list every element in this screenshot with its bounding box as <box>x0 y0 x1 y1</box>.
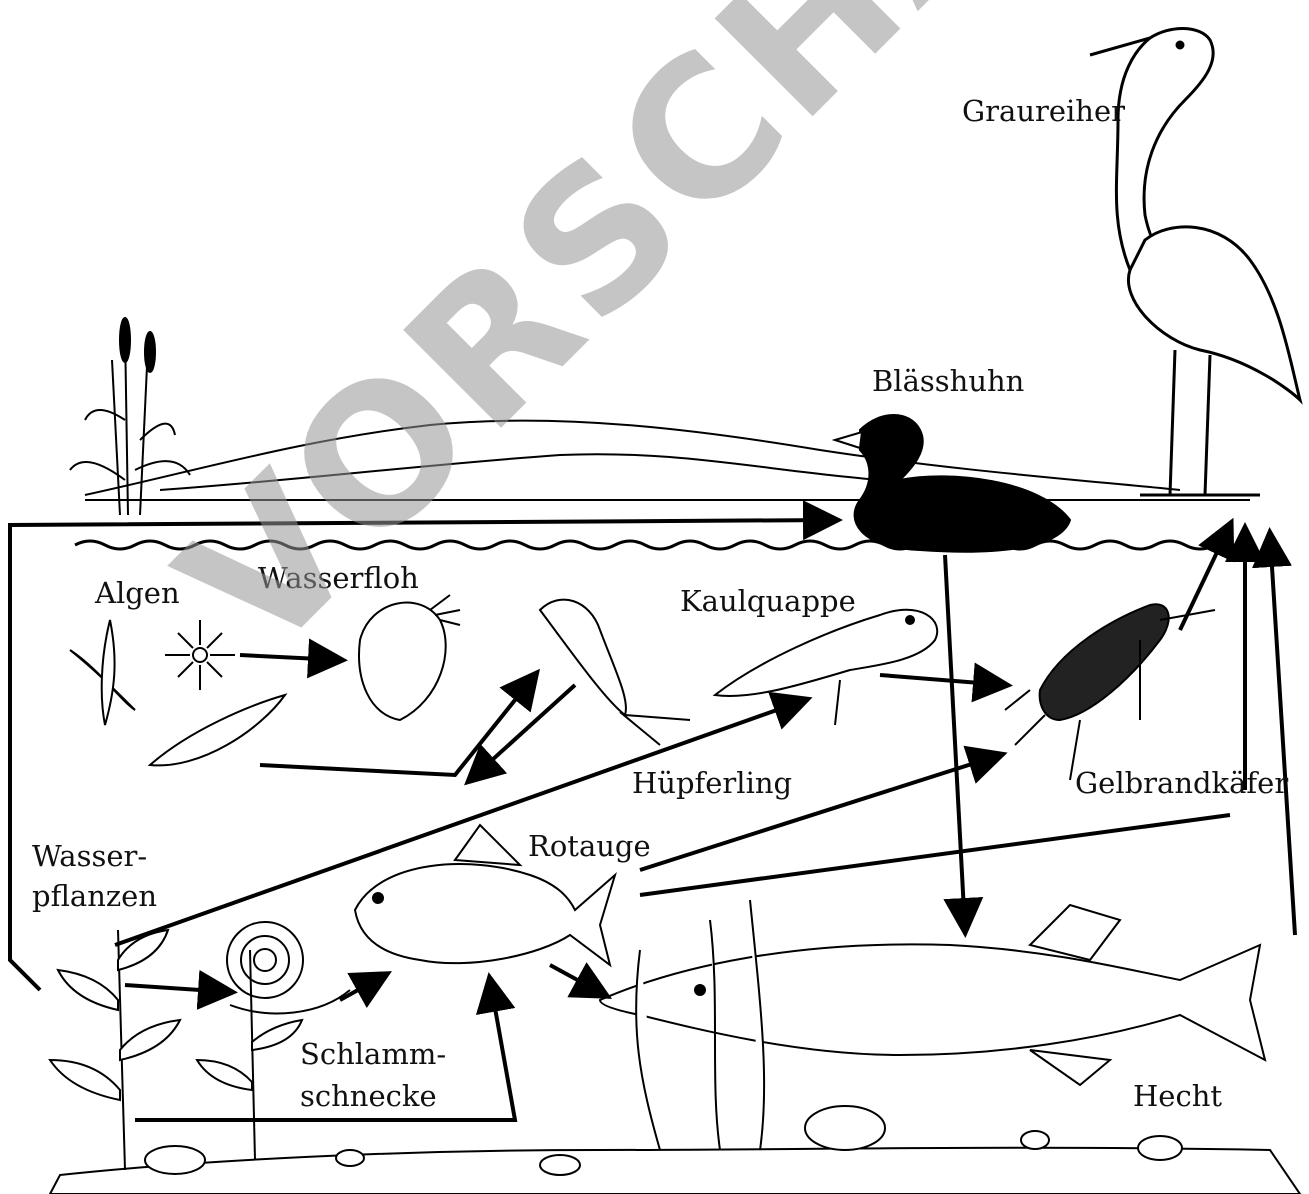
arrow-roach-to-pike <box>550 965 605 995</box>
arrow-copepod-to-snail <box>470 685 575 780</box>
arrow-tadpole-to-beetle <box>880 675 1005 685</box>
arrow-coot-to-pike <box>945 555 965 930</box>
label-blaesshuhn: Blässhuhn <box>872 365 1024 398</box>
label-rotauge: Rotauge <box>528 830 651 863</box>
algae <box>70 620 285 765</box>
arrow-plants-to-snail <box>125 985 230 992</box>
mud-snail <box>227 922 350 1013</box>
label-kaulquappe: Kaulquappe <box>680 585 856 618</box>
coot <box>835 415 1070 552</box>
label-gelbrandkaefer: Gelbrandkäfer <box>1075 767 1288 800</box>
label-wasserpflanzen-line2: pflanzen <box>32 880 157 913</box>
copepod <box>540 600 690 745</box>
label-wasserfloh: Wasserfloh <box>258 562 419 595</box>
diving-beetle <box>1005 604 1215 780</box>
shoreline <box>85 421 1250 500</box>
arrow-algae-to-waterflea <box>240 655 340 660</box>
arrow-beetle-to-heron <box>1180 525 1230 630</box>
water-flea <box>359 595 460 720</box>
pike-fish <box>600 905 1265 1085</box>
label-hecht: Hecht <box>1133 1080 1222 1113</box>
arrow-pike-to-heron <box>1270 535 1295 935</box>
label-schlammschnecke-line2: schnecke <box>300 1080 437 1113</box>
arrow-snail-to-roach <box>340 975 385 1000</box>
arrow-roach-to-gelbrand-line <box>640 815 1230 895</box>
label-huepferling: Hüpferling <box>632 767 792 800</box>
label-wasserpflanzen-line1: Wasser- <box>32 840 147 873</box>
label-schlammschnecke-line1: Schlamm- <box>300 1038 446 1071</box>
tadpole <box>715 610 937 725</box>
label-algen: Algen <box>95 577 180 610</box>
label-graureiher: Graureiher <box>962 95 1125 128</box>
